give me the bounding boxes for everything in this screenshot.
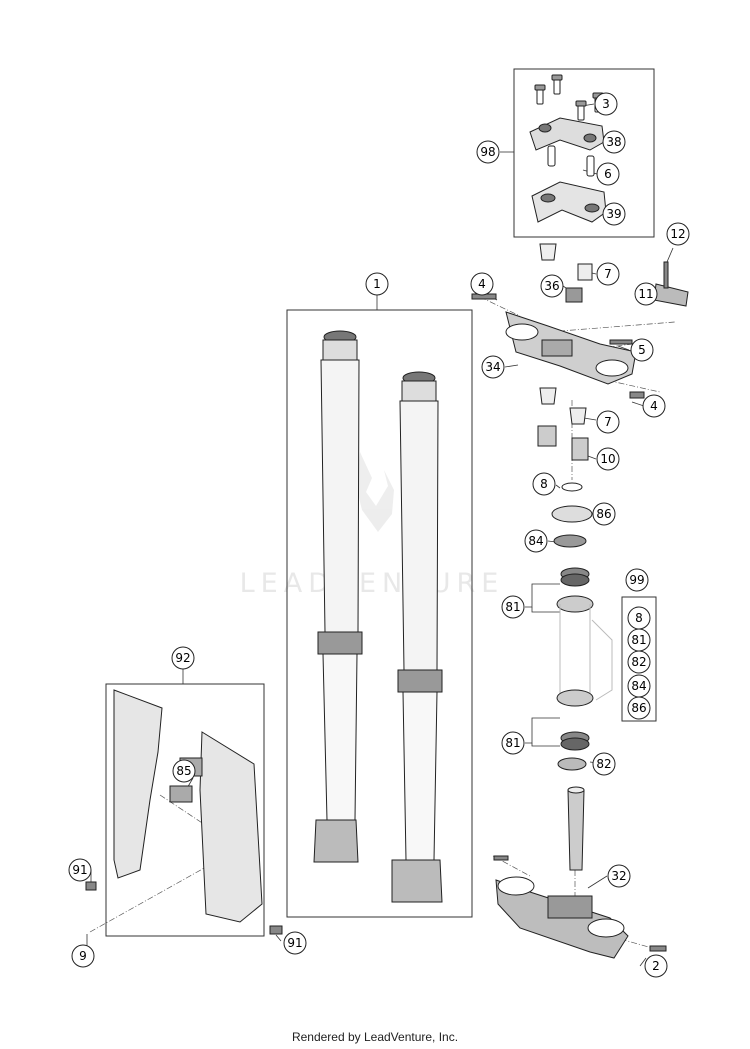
callout-92: 92 [171,646,195,670]
bushings-and-nuts [537,243,593,461]
callout-label: 32 [611,869,626,883]
lower-triple-clamp [493,786,667,959]
watermark-text: LEADVENTURE [240,568,505,599]
callout-4-right: 4 [642,394,666,418]
callout-8: 8 [532,472,556,496]
kit-item-label: 8 [635,611,643,625]
callout-39: 39 [602,202,626,226]
callout-label: 39 [606,207,621,221]
callout-9: 9 [71,944,95,968]
callout-label: 91 [287,936,302,950]
callout-91-right: 91 [283,931,307,955]
callout-label: 92 [175,651,190,665]
fork-protector-group-box [105,683,265,937]
kit-item-label: 81 [631,633,646,647]
callout-label: 81 [505,600,520,614]
callout-label: 91 [72,863,87,877]
callout-3: 3 [594,92,618,116]
callout-label: 10 [600,452,615,466]
callout-label: 7 [604,267,612,281]
callout-11: 11 [634,282,658,306]
callout-12: 12 [666,222,690,246]
callout-label: 84 [528,534,543,548]
callout-98: 98 [476,140,500,164]
callout-label: 34 [485,360,500,374]
callout-label: 1 [373,277,381,291]
callout-5: 5 [630,338,654,362]
callout-6: 6 [596,162,620,186]
callout-86: 86 [592,502,616,526]
callout-2: 2 [644,954,668,978]
callout-label: 99 [629,573,644,587]
callout-32: 32 [607,864,631,888]
callout-91-left: 91 [68,858,92,882]
callout-label: 82 [596,757,611,771]
callout-34: 34 [481,355,505,379]
kit-item-label: 84 [631,679,646,693]
callout-label: 2 [652,959,660,973]
leadventure-watermark: LEADVENTURE [240,452,505,599]
callout-label: 85 [176,764,191,778]
fork-protectors [85,689,283,935]
callout-81-lower: 81 [501,731,525,755]
callout-label: 86 [596,507,611,521]
render-credit: Rendered by LeadVenture, Inc. [291,1030,459,1044]
kit99-item-81: 81 [627,628,651,652]
kit99-item-84: 84 [627,674,651,698]
callout-38: 38 [602,130,626,154]
callout-label: 11 [638,287,653,301]
steering-bearings [551,482,613,771]
callout-4-left: 4 [470,272,494,296]
kit-item-label: 86 [631,701,646,715]
callout-label: 5 [638,343,646,357]
kit-item-label: 82 [631,655,646,669]
callout-36: 36 [540,274,564,298]
callout-7-lower: 7 [596,410,620,434]
callout-84: 84 [524,529,548,553]
callout-1: 1 [365,272,389,296]
callout-label: 9 [79,949,87,963]
callout-7-upper: 7 [596,262,620,286]
callouts: 1 92 98 3 38 6 39 12 7 4 36 11 5 34 4 7 … [68,92,690,978]
callout-label: 38 [606,135,621,149]
handlebar-clamp-group-box [513,68,655,238]
kit99-item-8: 8 [627,606,651,630]
callout-label: 81 [505,736,520,750]
fork-leg-group-box [286,309,473,918]
callout-10: 10 [596,447,620,471]
callout-label: 98 [480,145,495,159]
callout-82: 82 [592,752,616,776]
bearing-kit-group-box [621,596,657,722]
leader-lines [86,103,674,967]
callout-label: 36 [544,279,559,293]
assembly-centerlines [89,296,676,949]
callout-label: 4 [650,399,658,413]
callout-85: 85 [172,759,196,783]
callout-81-upper: 81 [501,595,525,619]
callout-label: 3 [602,97,610,111]
kit99-item-86: 86 [627,696,651,720]
callout-label: 6 [604,167,612,181]
callout-99: 99 [625,568,649,592]
kit99-item-82: 82 [627,650,651,674]
callout-label: 12 [670,227,685,241]
handlebar-clamp-parts [529,74,607,223]
callout-label: 7 [604,415,612,429]
callout-label: 8 [540,477,548,491]
fork-legs [313,330,443,903]
callout-label: 4 [478,277,486,291]
upper-triple-clamp [471,261,689,399]
